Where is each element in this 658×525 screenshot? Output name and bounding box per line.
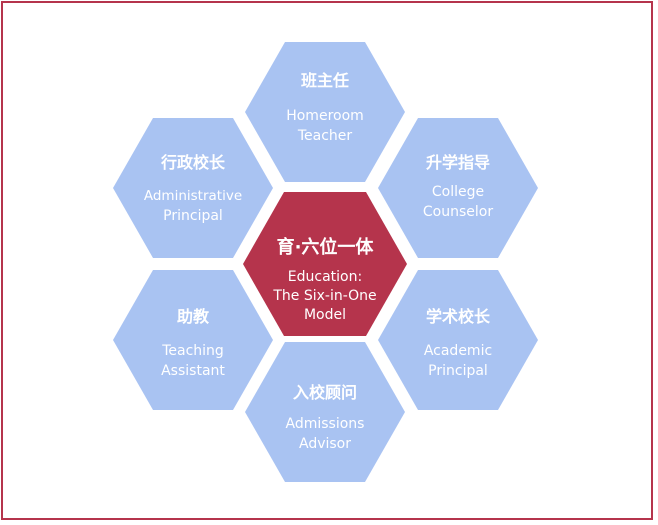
role-en-line1: Teaching [161, 343, 224, 359]
role-en-line2: Principal [428, 363, 488, 379]
center-line-3: Model [304, 307, 346, 323]
hexagon-homeroom-teacher: 班主任 Homeroom Teacher [245, 42, 405, 182]
hexagon-shape-center [243, 192, 407, 336]
hexagon-shape [245, 342, 405, 482]
hexagon-shape [245, 42, 405, 182]
role-en-line2: Advisor [299, 436, 351, 452]
hexagon-college-counselor: 升学指导 College Counselor [378, 118, 538, 258]
role-en-line2: Teacher [297, 128, 353, 144]
role-en-line2: Assistant [161, 363, 225, 379]
role-cn-label: 行政校长 [160, 153, 226, 172]
role-cn-label: 入校顾问 [293, 383, 357, 402]
hexagon-shape [378, 270, 538, 410]
center-title-cn: 育·六位一体 [277, 236, 375, 258]
hexagon-center-model: 育·六位一体 Education: The Six-in-One Model [243, 192, 407, 336]
center-line-2: The Six-in-One [272, 288, 376, 304]
hexagon-teaching-assistant: 助教 Teaching Assistant [113, 270, 273, 410]
outer-border-frame [1, 1, 653, 520]
hexagon-shape [378, 118, 538, 258]
hexagon-administrative-principal: 行政校长 Administrative Principal [113, 118, 273, 258]
role-cn-label: 学术校长 [426, 307, 491, 326]
center-line-1: Education: [288, 269, 362, 285]
role-en-line2: Principal [163, 208, 223, 224]
hexagon-shape [113, 270, 273, 410]
role-en-line1: Homeroom [286, 108, 364, 124]
role-en-line2: Counselor [423, 204, 493, 220]
role-cn-label: 班主任 [301, 71, 349, 90]
hexagon-admissions-advisor: 入校顾问 Admissions Advisor [245, 342, 405, 482]
role-cn-label: 升学指导 [426, 153, 490, 172]
role-en-line1: Administrative [144, 188, 242, 204]
role-en-line1: Academic [424, 343, 492, 359]
role-en-line1: College [432, 184, 484, 200]
hexagon-shape [113, 118, 273, 258]
role-en-line1: Admissions [286, 416, 365, 432]
hexagon-academic-principal: 学术校长 Academic Principal [378, 270, 538, 410]
role-cn-label: 助教 [177, 307, 210, 326]
